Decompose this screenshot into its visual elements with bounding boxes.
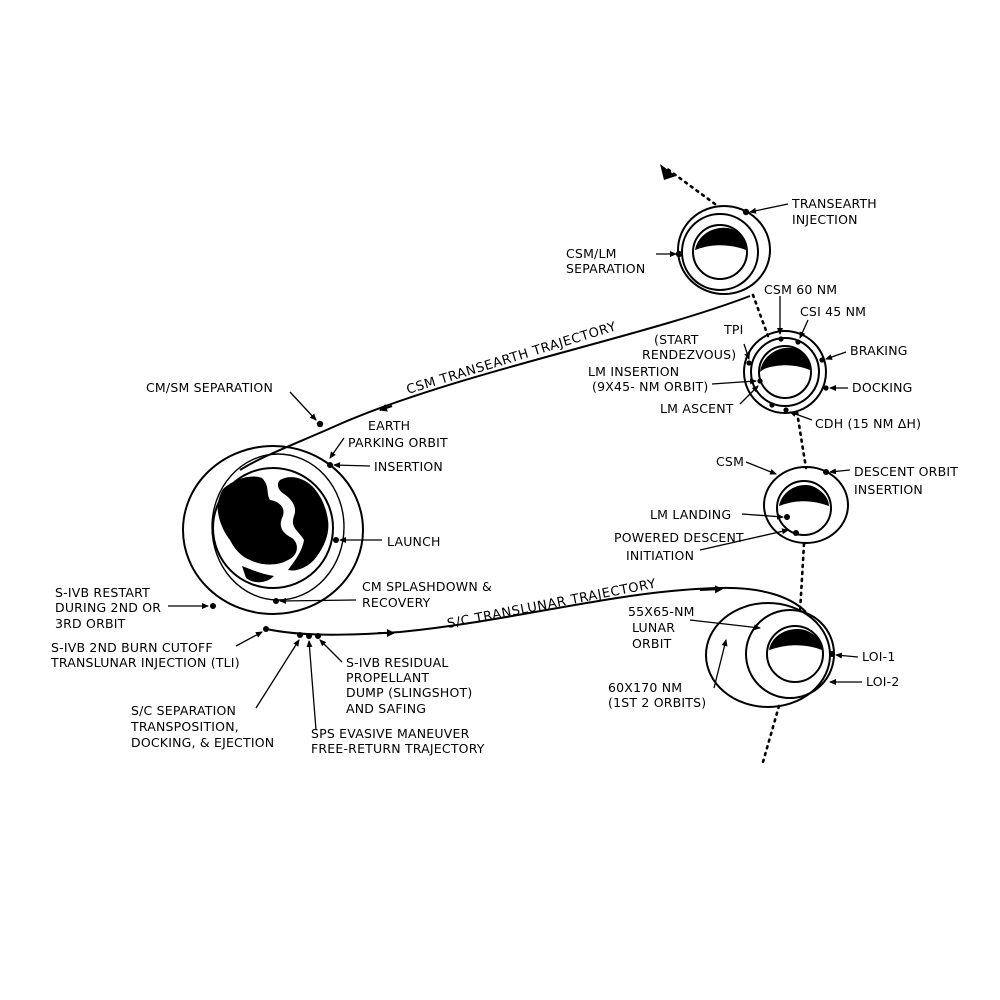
connector-dotted-2 bbox=[795, 410, 808, 470]
orbit-55x65 bbox=[745, 609, 835, 699]
moon-descent-group bbox=[763, 466, 849, 544]
event-points bbox=[210, 208, 835, 657]
label-csm-lm-separation: CSM/LM SEPARATION bbox=[566, 246, 645, 276]
label-start-rendezvous: (START RENDEZVOUS) bbox=[642, 332, 736, 362]
moon-loi-group bbox=[705, 602, 835, 708]
label-launch: LAUNCH bbox=[387, 534, 441, 549]
connector-dotted-1 bbox=[751, 293, 770, 338]
label-csm-60-nm: CSM 60 NM bbox=[764, 282, 837, 297]
label-sc-separation: S/C SEPARATION TRANSPOSITION, DOCKING, &… bbox=[130, 703, 274, 750]
pointer-lines bbox=[168, 203, 862, 731]
sc-translunar-trajectory-line bbox=[265, 586, 807, 636]
moon-rendezvous-group bbox=[743, 330, 827, 414]
label-lm-landing: LM LANDING bbox=[650, 507, 731, 522]
label-transearth-injection: TRANSEARTH INJECTION bbox=[791, 196, 881, 227]
label-insertion: INSERTION bbox=[374, 459, 443, 474]
label-s-ivb-residual: S-IVB RESIDUAL PROPELLANT DUMP (SLINGSHO… bbox=[346, 655, 477, 716]
label-cm-splashdown: CM SPLASHDOWN & RECOVERY bbox=[362, 579, 496, 610]
label-earth-parking-orbit: EARTH PARKING ORBIT bbox=[348, 418, 448, 450]
trajectory-lines bbox=[239, 164, 808, 764]
label-loi-1: LOI-1 bbox=[862, 649, 896, 664]
label-csi-45-nm: CSI 45 NM bbox=[800, 304, 866, 319]
label-s-ivb-restart: S-IVB RESTART DURING 2ND OR 3RD ORBIT bbox=[55, 585, 165, 631]
moon-loi bbox=[766, 625, 824, 683]
label-lm-ascent: LM ASCENT bbox=[660, 401, 734, 416]
labels: TRANSEARTH INJECTION CSM/LM SEPARATION C… bbox=[50, 196, 962, 756]
label-cm-sm-separation: CM/SM SEPARATION bbox=[146, 380, 273, 395]
label-lm-insertion: LM INSERTION (9X45- NM ORBIT) bbox=[588, 364, 708, 394]
label-orbit-60x170: 60X170 NM (1ST 2 ORBITS) bbox=[608, 680, 706, 710]
label-cdh: CDH (15 NM ΔH) bbox=[815, 416, 921, 431]
csm-transearth-trajectory-line bbox=[239, 295, 751, 471]
moon-descent bbox=[776, 480, 832, 536]
earth-continents bbox=[217, 476, 329, 583]
moon-transearth-group bbox=[677, 205, 771, 295]
earth-orbit-outer bbox=[182, 445, 364, 615]
connector-dotted-4 bbox=[761, 704, 781, 764]
csi-45nm-orbit bbox=[750, 337, 820, 407]
label-loi-2: LOI-2 bbox=[866, 674, 900, 689]
label-descent-orbit-insertion: DESCENT ORBIT INSERTION bbox=[854, 464, 962, 497]
label-sps-evasive: SPS EVASIVE MANEUVER FREE-RETURN TRAJECT… bbox=[311, 726, 485, 756]
earth-group bbox=[182, 445, 364, 615]
transearth-orbit-inner bbox=[681, 213, 759, 291]
label-lunar-orbit-55x65: 55X65-NM LUNAR ORBIT bbox=[628, 604, 699, 651]
transearth-orbit-outer bbox=[677, 205, 771, 295]
moon-transearth bbox=[692, 224, 748, 280]
label-tpi: TPI bbox=[723, 322, 743, 337]
moon-rendezvous bbox=[758, 345, 812, 399]
label-powered-descent-initiation: POWERED DESCENT INITIATION bbox=[614, 530, 748, 563]
earth-globe bbox=[212, 467, 334, 589]
return-trajectory-dotted bbox=[664, 166, 717, 206]
label-docking: DOCKING bbox=[852, 380, 913, 395]
csm-60nm-orbit bbox=[743, 330, 827, 414]
connector-dotted-3 bbox=[798, 542, 806, 614]
label-s-ivb-2nd-burn: S-IVB 2ND BURN CUTOFF TRANSLUNAR INJECTI… bbox=[50, 640, 240, 670]
csm-transearth-trajectory-label: CSM TRANSEARTH TRAJECTORY bbox=[405, 320, 619, 398]
label-csm: CSM bbox=[716, 454, 744, 469]
label-braking: BRAKING bbox=[850, 343, 908, 358]
